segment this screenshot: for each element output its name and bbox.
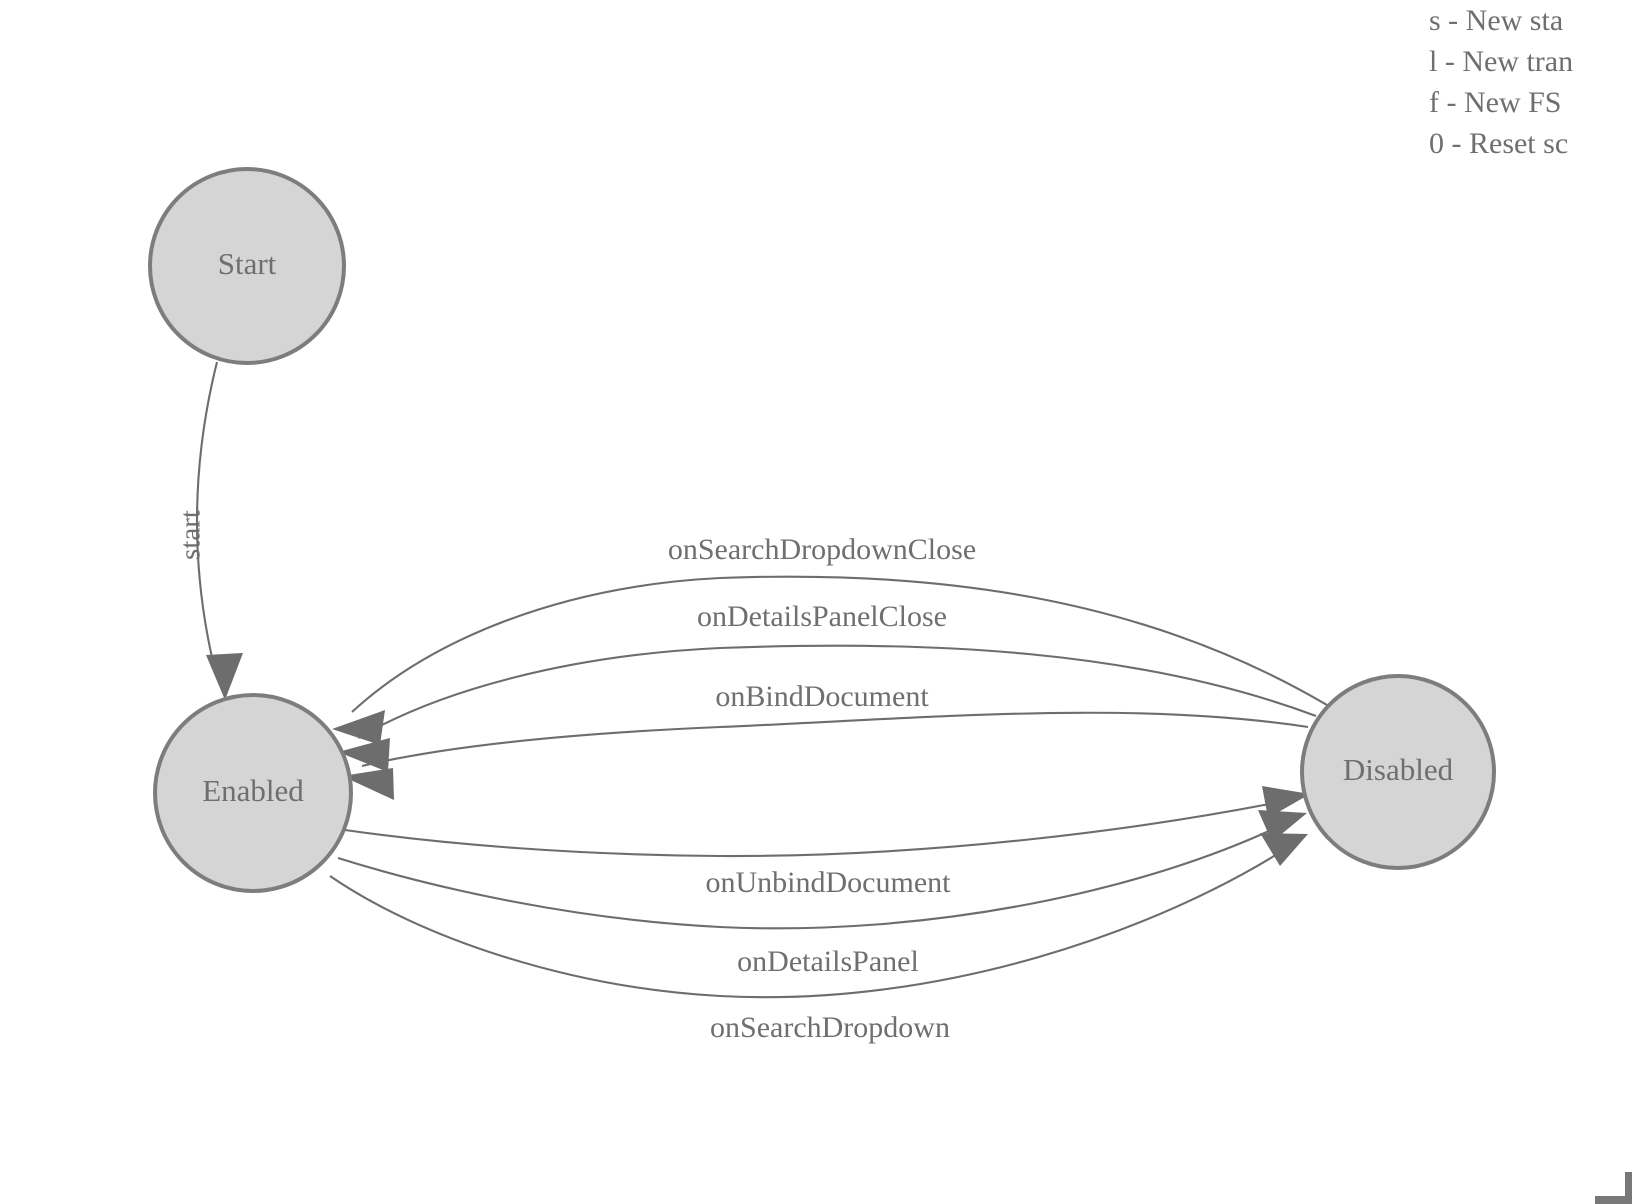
edge-arrowhead-onunbinddocument xyxy=(1262,786,1310,818)
edge-onsearchdropdownclose[interactable] xyxy=(332,575,1328,745)
state-label-start: Start xyxy=(218,246,277,281)
edge-path-onsearchdropdown xyxy=(329,845,1291,999)
edge-label-ondetailspanel: onDetailsPanel xyxy=(737,945,919,978)
edges-layer xyxy=(195,361,1328,999)
edge-arrowhead-onsearchdropdown xyxy=(1260,833,1308,866)
state-node-start[interactable]: Start xyxy=(148,167,346,365)
edge-path-start xyxy=(195,361,219,663)
horizontal-scrollbar-thumb[interactable] xyxy=(1595,1196,1632,1204)
edge-onunbinddocument[interactable] xyxy=(344,786,1310,858)
edge-label-ondetailspanelclose: onDetailsPanelClose xyxy=(697,600,947,633)
edge-label-onunbinddocument: onUnbindDocument xyxy=(706,866,952,899)
nodes-layer: Start Enabled Disabled xyxy=(148,167,1496,893)
state-circle-start[interactable] xyxy=(148,167,346,365)
edge-label-onbinddocument: onBindDocument xyxy=(715,680,929,713)
state-circle-enabled[interactable] xyxy=(153,693,353,893)
edge-path-onsearchdropdownclose xyxy=(351,575,1328,713)
state-circle-disabled[interactable] xyxy=(1300,674,1496,870)
edge-arrowhead-onsearchdropdownclose xyxy=(332,710,385,745)
edge-path-onunbinddocument xyxy=(344,798,1291,858)
edge-label-onsearchdropdownclose: onSearchDropdownClose xyxy=(668,533,976,566)
edge-arrowhead-start xyxy=(206,653,243,700)
state-label-disabled: Disabled xyxy=(1343,752,1454,787)
edge-path-ondetailspanelclose xyxy=(357,644,1317,739)
edge-labels-layer: start onSearchDropdownClose onDetailsPan… xyxy=(175,510,976,1044)
edge-onsearchdropdown[interactable] xyxy=(329,833,1308,999)
edge-label-start: start xyxy=(175,510,207,560)
edge-label-onsearchdropdown: onSearchDropdown xyxy=(710,1011,950,1044)
edge-onbinddocument[interactable] xyxy=(342,711,1309,800)
edge-arrowhead-onbinddocument xyxy=(342,768,394,800)
state-node-disabled[interactable]: Disabled xyxy=(1300,674,1496,870)
edge-start-to-enabled[interactable] xyxy=(195,361,243,700)
state-label-enabled: Enabled xyxy=(202,773,304,808)
state-node-enabled[interactable]: Enabled xyxy=(153,693,353,893)
edge-path-onbinddocument xyxy=(361,711,1309,768)
edge-path-ondetailspanel xyxy=(337,821,1289,930)
vertical-scrollbar-thumb[interactable] xyxy=(1625,1172,1632,1204)
